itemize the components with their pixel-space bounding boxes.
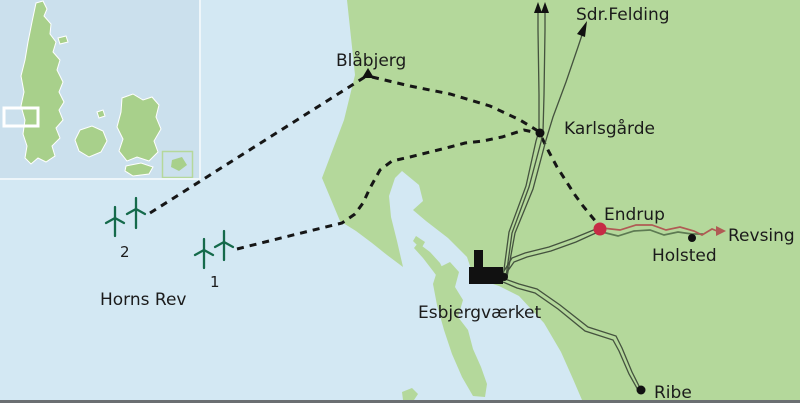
line-endrup-revsing-red [601,224,718,236]
line-ribe-1 [504,278,641,389]
label-farm-2: 2 [120,243,130,261]
cable-karlsgaarde-endrup [540,137,599,224]
island-fanoe [433,262,487,397]
power-line-arrows [534,2,587,37]
labels: Sdr.Felding Blåbjerg Karlsgårde Endrup R… [100,5,795,400]
label-holsted: Holsted [652,246,717,266]
wind-turbine-icon [104,205,126,238]
substation-dot-holsted [688,234,696,242]
small-islet [402,388,418,400]
inset-samsoe [96,109,106,119]
line-endrup-2 [504,231,599,276]
line-endrup-1 [503,228,597,272]
inset-jutland [20,0,65,165]
substation-dot-karlsgaarde [535,128,545,138]
substation-dot-endrup [593,222,607,236]
label-farm-1: 1 [210,273,220,291]
wind-farm-2 [104,196,147,238]
line-ribe-2 [502,281,639,391]
wind-turbine-icon [125,196,147,230]
mainland-jutland [322,0,800,400]
bornholm-box-icon [161,150,194,179]
north-arrow-icon [541,2,549,13]
cable-landing-triangle-icon [362,68,374,78]
power-plant-icon [469,250,503,284]
substation-dot-ribe [636,385,646,395]
label-ribe: Ribe [654,383,692,400]
export-arrow-icon [716,226,726,236]
line-sdr-felding [506,31,584,278]
label-horns-rev: Horns Rev [100,290,186,310]
cable-blaabjerg-karlsgaarde [371,75,539,133]
label-esbjergvaerket: Esbjergværket [418,303,541,323]
inset-funen [74,125,108,158]
cable-hornsrev1-karlsgaarde [236,128,539,251]
wind-turbine-icon [213,229,235,262]
line-endrup-holsted-green [601,229,703,237]
highlight-box-icon [2,106,40,128]
cable-hornsrev2-blaabjerg [149,73,369,215]
label-revsing: Revsing [728,226,795,246]
wind-farm-1 [193,229,235,270]
north-arrow-icon [534,2,542,13]
inset-lolland [124,162,154,177]
label-blaabjerg: Blåbjerg [336,50,406,71]
inset-zealand [116,93,162,162]
label-karlsgaarde: Karlsgårde [564,118,655,139]
north-arrow-icon [577,21,587,37]
label-endrup: Endrup [604,205,665,225]
inset-map [0,0,201,180]
label-sdr-felding: Sdr.Felding [576,5,670,25]
export-lines [601,224,718,237]
lagoon-islet [413,236,425,249]
offshore-cables [149,73,599,251]
inset-laesoe [57,35,69,45]
markers [362,68,696,395]
wind-turbine-icon [193,237,215,270]
inset-bornholm [171,157,187,171]
skallingen-spit [414,243,446,283]
